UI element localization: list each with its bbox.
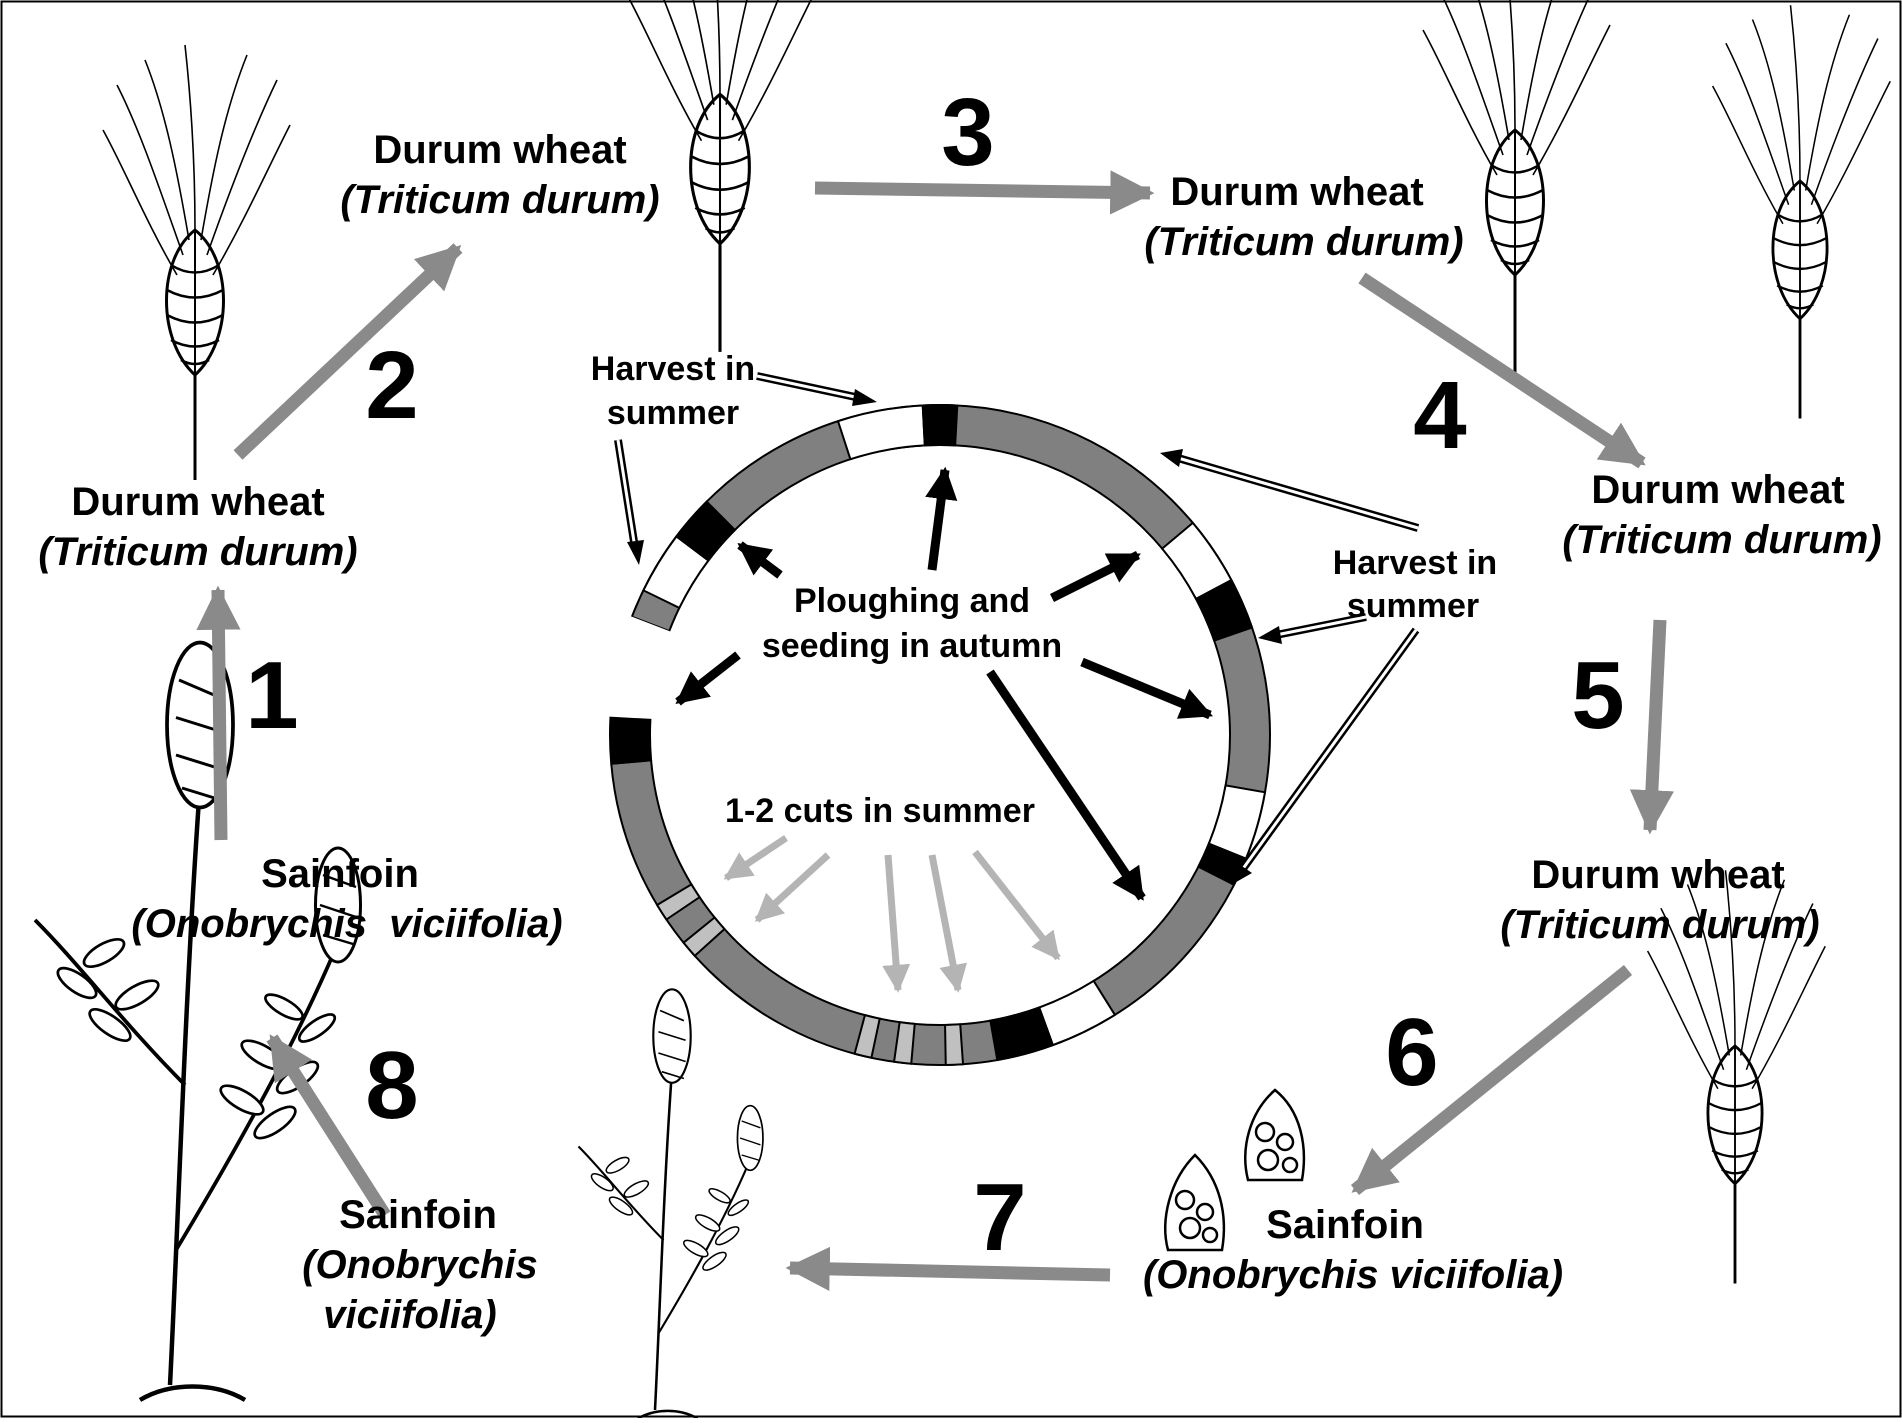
cut-marker	[892, 1021, 916, 1065]
crop-label-sainfoin-7-latin: (Onobrychis	[302, 1243, 538, 1287]
cut-arrow	[754, 852, 831, 923]
crop-label-sainfoin-6-latin: (Onobrychis viciifolia)	[1143, 1253, 1563, 1297]
wheat-ear-illustration	[1421, 0, 1612, 382]
harvest-arrows	[614, 372, 1420, 885]
crop-label-wheat-1-common: Durum wheat	[71, 480, 324, 524]
ploughing-arrows	[675, 466, 1213, 901]
annotation-ploughing-2: seeding in autumn	[762, 627, 1062, 665]
annotation-harvest-right-2: summer	[1347, 587, 1479, 625]
cut-marker	[682, 916, 726, 958]
ploughing-arrow	[986, 669, 1146, 901]
harvest-arrow	[614, 439, 644, 565]
ring-base	[610, 404, 1271, 1066]
crop-label-wheat-1-latin: (Triticum durum)	[38, 530, 357, 574]
step-number-6: 6	[1385, 999, 1438, 1106]
crop-label-sainfoin-8-common: Sainfoin	[261, 852, 419, 896]
step-number-2: 2	[365, 332, 418, 439]
ploughing-arrow	[1080, 657, 1213, 720]
ploughing-arrow	[1049, 550, 1141, 603]
cut-arrow	[882, 854, 911, 993]
ploughing-marker	[675, 500, 737, 562]
cycle-arrow-4	[1358, 272, 1646, 469]
harvest-arrow	[756, 372, 877, 406]
cycle-arrow-6	[1350, 964, 1633, 1196]
cut-arrows	[723, 835, 1061, 993]
step-number-7: 7	[973, 1164, 1026, 1271]
harvest-arrow	[1258, 613, 1367, 644]
ploughing-marker	[609, 716, 653, 765]
cycle-arrows	[196, 170, 1674, 1291]
step-number-4: 4	[1413, 362, 1466, 469]
ploughing-arrow	[675, 651, 741, 706]
sainfoin-illustration	[577, 987, 765, 1420]
crop-label-wheat-2-common: Durum wheat	[373, 128, 626, 172]
ploughing-marker	[921, 403, 959, 447]
crop-label-wheat-5-latin: (Triticum durum)	[1500, 903, 1819, 947]
crop-label-sainfoin-7-common: Sainfoin	[339, 1193, 497, 1237]
step-number-1: 1	[245, 642, 298, 749]
crop-label-wheat-5-common: Durum wheat	[1531, 853, 1784, 897]
crop-label-wheat-2-latin: (Triticum durum)	[340, 178, 659, 222]
cycle-arrow-7	[785, 1246, 1111, 1291]
crop-label-wheat-3-latin: (Triticum durum)	[1144, 220, 1463, 264]
cycle-arrow-2	[233, 243, 463, 460]
wheat-ear-illustration	[623, 0, 820, 354]
cycle-arrow-3	[814, 170, 1155, 215]
cycle-arrow-5	[1629, 619, 1674, 835]
harvest-arrow	[1231, 627, 1420, 885]
cut-arrow	[928, 854, 967, 993]
crop-label-wheat-4-latin: (Triticum durum)	[1562, 518, 1881, 562]
annotation-harvest-left-2: summer	[607, 394, 739, 432]
ploughing-marker	[1194, 578, 1254, 642]
cut-arrow	[972, 849, 1061, 961]
cut-marker	[853, 1013, 881, 1059]
step-number-8: 8	[365, 1032, 418, 1139]
crop-label-sainfoin-6-common: Sainfoin	[1266, 1203, 1424, 1247]
crop-label-sainfoin-7-latin-cont: viciifolia)	[323, 1293, 496, 1337]
cut-arrow	[723, 835, 788, 881]
crop-label-wheat-3-common: Durum wheat	[1170, 170, 1423, 214]
annotation-harvest-right: Harvest in	[1333, 544, 1497, 582]
cycle-arrow-1	[196, 585, 241, 841]
harvest-marker	[836, 404, 926, 461]
crop-label-wheat-4-common: Durum wheat	[1591, 468, 1844, 512]
wheat-ear-illustration	[1711, 3, 1892, 420]
cycle-arrow-8	[266, 1034, 391, 1219]
sainfoin-seed-illustration	[1164, 1088, 1306, 1252]
cut-marker	[655, 882, 701, 921]
step-number-5: 5	[1571, 642, 1624, 749]
annotation-harvest-left: Harvest in	[591, 350, 755, 388]
ploughing-marker	[989, 1006, 1055, 1062]
ploughing-arrow	[925, 466, 958, 571]
step-number-3: 3	[941, 79, 994, 186]
harvest-arrow	[1160, 449, 1420, 532]
wheat-ear-illustration	[101, 43, 292, 482]
crop-label-sainfoin-8-latin: (Onobrychis viciifolia)	[131, 902, 562, 946]
ploughing-arrow	[737, 541, 783, 579]
annotation-cuts: 1-2 cuts in summer	[725, 792, 1035, 830]
annotation-ploughing: Ploughing and	[794, 582, 1030, 620]
cut-marker	[944, 1023, 965, 1066]
